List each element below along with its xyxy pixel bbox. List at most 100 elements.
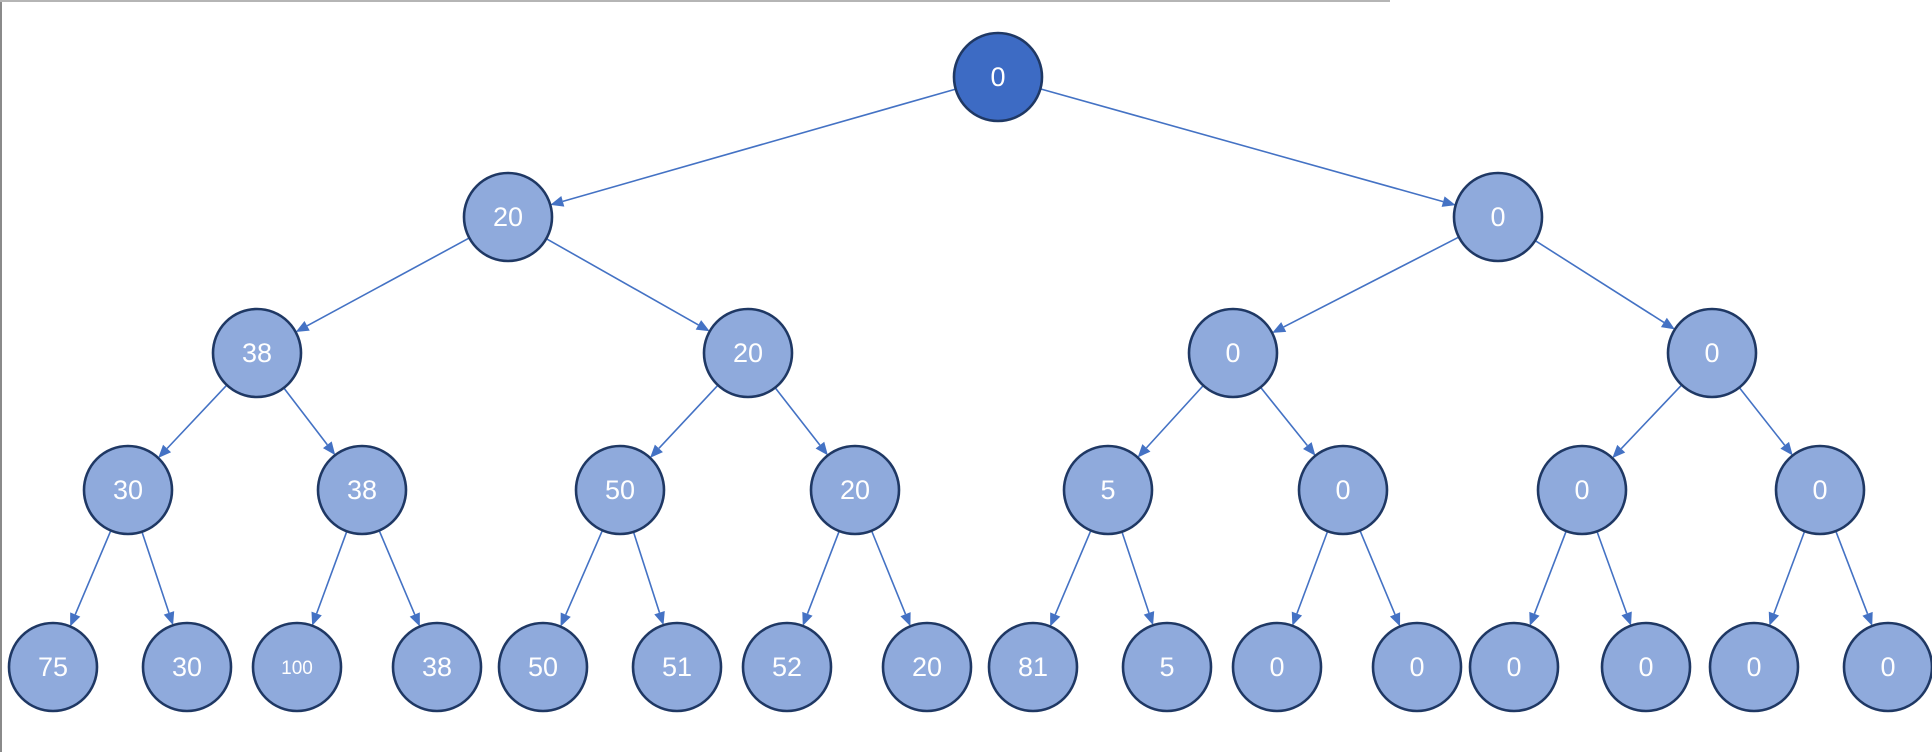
tree-edge: [806, 530, 840, 615]
tree-edge-arrowhead-icon: [1137, 444, 1151, 458]
tree-edge-arrowhead-icon: [1143, 611, 1155, 626]
tree-edge: [1040, 88, 1444, 203]
tree-edge-arrowhead-icon: [311, 611, 322, 626]
tree-edge-arrowhead-icon: [295, 321, 310, 333]
tree-node-value: 20: [733, 338, 763, 368]
tree-node-value: 0: [1506, 652, 1521, 682]
tree-node: [1452, 171, 1544, 263]
tree-edge-arrowhead-icon: [1291, 611, 1303, 626]
tree-edge: [378, 530, 416, 615]
tree-edge-arrowhead-icon: [1768, 611, 1780, 626]
tree-node: [741, 621, 833, 713]
tree-node-value: 50: [605, 475, 635, 505]
tree-node-value: 0: [1574, 475, 1589, 505]
tree-edge-arrowhead-icon: [409, 612, 420, 627]
tree-node: [881, 621, 973, 713]
tree-edge-arrowhead-icon: [1660, 317, 1675, 330]
tree-edge: [141, 531, 170, 614]
tree-node: [1297, 444, 1389, 536]
tree-edge-arrowhead-icon: [1529, 611, 1540, 626]
tree-edge-arrowhead-icon: [900, 612, 911, 627]
tree-node: [141, 621, 233, 713]
tree-edge: [166, 384, 228, 450]
tree-edge: [1533, 530, 1567, 615]
tree-edge: [1620, 384, 1683, 450]
canvas-top-border: [0, 0, 1390, 2]
tree-node-value: 0: [1269, 652, 1284, 682]
tree-node-value: 38: [242, 338, 272, 368]
tree-edge: [1259, 386, 1308, 447]
tree-edge-arrowhead-icon: [560, 612, 571, 627]
tree-edge-arrowhead-icon: [158, 444, 172, 458]
tree-node: [1062, 444, 1154, 536]
tree-node-value: 0: [1704, 338, 1719, 368]
tree-edge-arrowhead-icon: [70, 612, 81, 627]
tree-node-value: 51: [662, 652, 692, 682]
tree-node-value: 0: [1638, 652, 1653, 682]
tree-edge: [565, 530, 604, 616]
tree-edge: [1283, 236, 1460, 328]
tree-node: [1600, 621, 1692, 713]
canvas-left-border: [0, 0, 2, 752]
tree-edge-arrowhead-icon: [1303, 442, 1316, 456]
tree-node-value: 5: [1100, 475, 1115, 505]
tree-node: [497, 621, 589, 713]
tree-edge: [658, 384, 719, 449]
tree-edge-arrowhead-icon: [802, 611, 813, 626]
tree-edge-arrowhead-icon: [815, 441, 828, 456]
tree-node: [987, 621, 1079, 713]
tree-node: [251, 621, 343, 713]
tree-node-value: 0: [1880, 652, 1895, 682]
tree-edge: [1738, 387, 1786, 446]
tree-node-value: 0: [1812, 475, 1827, 505]
tree-node: [316, 444, 408, 536]
tree-node-value: 100: [281, 658, 313, 679]
tree-edge: [545, 237, 699, 326]
tree-node-value: 30: [172, 652, 202, 682]
tree-node-value: 20: [840, 475, 870, 505]
tree-edge: [1054, 530, 1092, 615]
tree-edge-arrowhead-icon: [322, 441, 336, 456]
tree-node-value: 38: [422, 652, 452, 682]
tree-node-value: 20: [493, 202, 523, 232]
tree-node-value: 52: [772, 652, 802, 682]
tree-edge: [74, 530, 112, 615]
tree-edge-arrowhead-icon: [1780, 441, 1793, 456]
tree-edge: [562, 88, 956, 203]
tree-edge: [1534, 239, 1665, 324]
tree-edge-arrowhead-icon: [1621, 611, 1632, 626]
tree-node: [702, 307, 794, 399]
tree-node-value: 0: [1335, 475, 1350, 505]
tree-node-value: 0: [990, 62, 1005, 92]
tree-node: [1666, 307, 1758, 399]
tree-node: [1842, 621, 1932, 713]
tree-edge-arrowhead-icon: [695, 320, 710, 332]
tree-edge: [870, 530, 907, 615]
tree-edge: [774, 387, 821, 446]
tree-node-value: 0: [1490, 202, 1505, 232]
tree-edge: [1121, 531, 1150, 614]
tree-node: [1468, 621, 1560, 713]
tree-node-value: 20: [912, 652, 942, 682]
tree-node-value: 5: [1159, 652, 1174, 682]
tree-edge: [1145, 384, 1204, 449]
tree-node-value: 75: [38, 652, 68, 682]
tree-edge: [1296, 530, 1329, 614]
tree-edge-arrowhead-icon: [1272, 322, 1287, 333]
tree-edge: [1773, 530, 1806, 614]
tree-node-value: 0: [1225, 338, 1240, 368]
tree-edge-arrowhead-icon: [1862, 611, 1873, 626]
tree-node: [82, 444, 174, 536]
tree-edge-arrowhead-icon: [650, 444, 663, 458]
tree-node: [1371, 621, 1463, 713]
tree-edge: [1359, 530, 1396, 615]
tree-node-value: 50: [528, 652, 558, 682]
tree-edge-arrowhead-icon: [1050, 612, 1061, 627]
tree-edge-arrowhead-icon: [1612, 444, 1626, 459]
tree-node: [211, 307, 303, 399]
tree-node-value: 0: [1409, 652, 1424, 682]
tree-edge: [283, 387, 328, 446]
tree-node: [952, 31, 1044, 123]
